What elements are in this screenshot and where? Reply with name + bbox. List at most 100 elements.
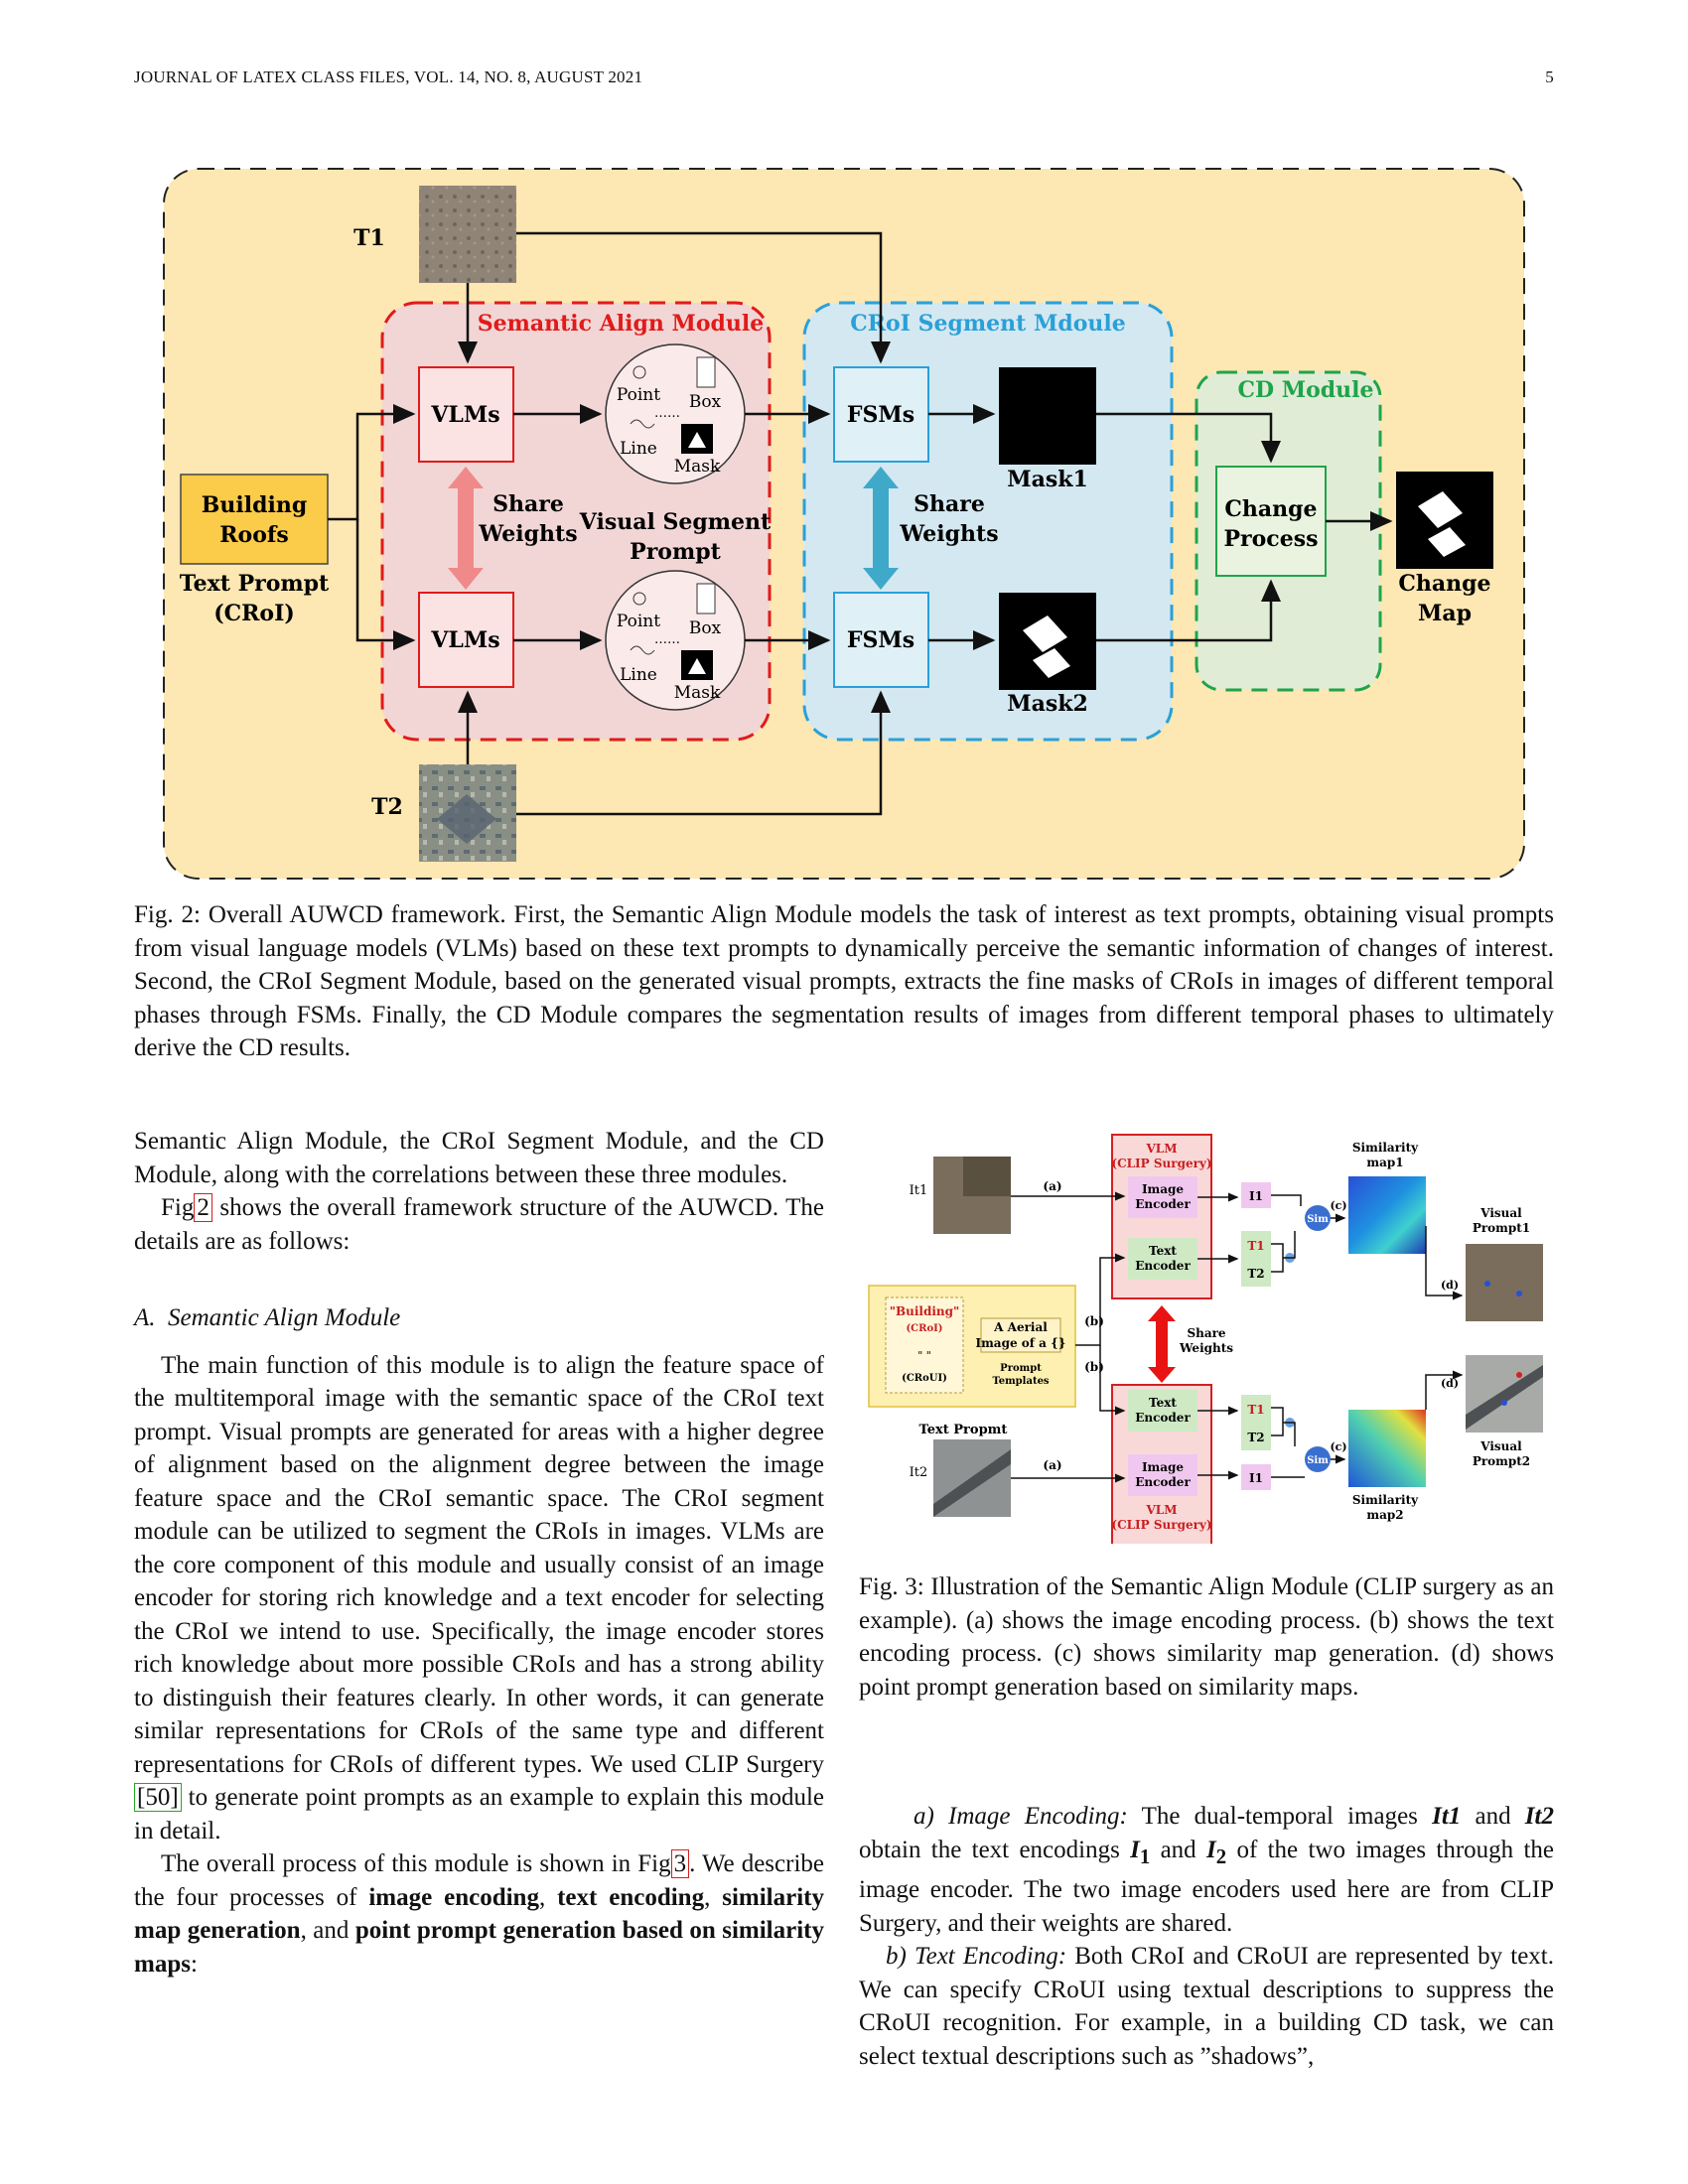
sim-node-bottom [1305, 1446, 1331, 1472]
svg-text:Encoder: Encoder [1135, 1259, 1191, 1273]
svg-text:I1: I1 [1249, 1189, 1263, 1203]
svg-text:Similarity: Similarity [1352, 1141, 1419, 1155]
building-label: Building [202, 492, 307, 518]
svg-text:Sim: Sim [1307, 1214, 1329, 1225]
svg-text:It1: It1 [910, 1183, 928, 1198]
paragraph-module-function: The main function of this module is to a… [134, 1351, 824, 1844]
image-encoder-top [1128, 1176, 1197, 1218]
svg-text:Similarity: Similarity [1352, 1493, 1419, 1507]
figure-3-semantic-align-diagram: "Building" (CRoI) " " (CRoUI) A Aerial I… [868, 1134, 1543, 1544]
fig-3-link[interactable]: 3 [670, 1849, 690, 1878]
svg-text:"Building": "Building" [890, 1304, 960, 1318]
svg-text:Mask: Mask [674, 683, 721, 703]
svg-text:Share: Share [1187, 1326, 1225, 1340]
svg-text:Point: Point [617, 385, 660, 405]
building-roofs-box [180, 474, 329, 565]
citation-50-link[interactable]: [50] [134, 1783, 182, 1812]
svg-text:Encoder: Encoder [1135, 1475, 1191, 1489]
share-weights-arrow-left [448, 467, 484, 590]
text-propmt-label: Text Propmt [919, 1423, 1008, 1437]
svg-text:A Aerial: A Aerial [993, 1320, 1048, 1334]
svg-text:(c): (c) [1330, 1199, 1346, 1212]
mask2-label: Mask2 [1007, 691, 1088, 717]
weights-label-right: Weights [899, 521, 998, 547]
svg-text:Encoder: Encoder [1135, 1411, 1191, 1425]
svg-text:" ": " " [917, 1349, 931, 1362]
svg-text:I1: I1 [1249, 1471, 1263, 1485]
svg-text:……: …… [654, 632, 680, 647]
figure-2-caption: Fig. 2: Overall AUWCD framework. First, … [134, 901, 1554, 1061]
svg-text:Image: Image [1142, 1182, 1184, 1196]
svg-text:(d): (d) [1441, 1279, 1459, 1292]
fsms-box-top [833, 366, 929, 463]
page-number: 5 [1545, 68, 1554, 86]
vlms-label-bottom: VLMs [430, 627, 499, 653]
section-heading: A. Semantic Align Module [134, 1304, 401, 1331]
svg-text:VLM: VLM [1145, 1503, 1177, 1517]
svg-text:(a): (a) [1043, 1458, 1061, 1472]
running-header: JOURNAL OF LATEX CLASS FILES, VOL. 14, N… [134, 68, 1554, 87]
svg-text:VLM: VLM [1145, 1142, 1177, 1156]
roofs-label: Roofs [219, 522, 288, 548]
svg-text:Prompt1: Prompt1 [1473, 1221, 1530, 1235]
mask1-image [999, 367, 1096, 465]
svg-text:Box: Box [689, 392, 722, 412]
visual-prompt1-image [1466, 1244, 1543, 1321]
svg-text:Point: Point [617, 612, 660, 631]
svg-text:T2: T2 [1247, 1267, 1264, 1281]
svg-text:(CLIP Surgery): (CLIP Surgery) [1111, 1157, 1211, 1170]
paragraph-four-processes: The overall process of this module is sh… [134, 1849, 824, 1978]
text-encoder-bottom [1128, 1390, 1197, 1432]
svg-text:T2: T2 [1247, 1431, 1264, 1444]
change-map-label-1: Change [1398, 571, 1490, 597]
svg-text:(CRoUI): (CRoUI) [902, 1373, 947, 1384]
share-weights-arrow-right [863, 467, 899, 590]
text-prompt-label: Text Prompt [180, 571, 330, 597]
prompt-label: Prompt [630, 539, 721, 565]
svg-text:(CRoI): (CRoI) [906, 1323, 942, 1334]
weights-label-left: Weights [478, 521, 577, 547]
croi-segment-title: CRoI Segment Mdoule [850, 311, 1126, 337]
fig-2-link[interactable]: 2 [194, 1193, 212, 1222]
image-encoder-bottom [1128, 1454, 1197, 1496]
similarity-map2 [1348, 1410, 1426, 1487]
svg-text:(d): (d) [1441, 1377, 1459, 1390]
svg-text:Visual: Visual [1479, 1206, 1522, 1220]
share-label-right: Share [914, 491, 985, 517]
change-label: Change [1224, 496, 1317, 522]
cd-module-title: CD Module [1237, 377, 1373, 403]
fsms-label-top: FSMs [847, 402, 914, 428]
croi-label: (CRoI) [213, 601, 295, 626]
svg-text:T1: T1 [1247, 1239, 1264, 1253]
fsms-box-bottom [833, 592, 929, 688]
visual-segment-label: Visual Segment [579, 509, 772, 535]
svg-text:Templates: Templates [992, 1376, 1049, 1387]
t1-label: T1 [353, 225, 385, 251]
svg-text:Sim: Sim [1307, 1455, 1329, 1466]
semantic-align-title: Semantic Align Module [478, 311, 765, 337]
svg-text:(b): (b) [1084, 1314, 1104, 1328]
svg-text:Text: Text [1149, 1244, 1177, 1258]
svg-text:Image of a {}: Image of a {} [975, 1336, 1065, 1350]
svg-text:……: …… [654, 406, 680, 421]
svg-text:It2: It2 [910, 1465, 928, 1480]
svg-text:Mask: Mask [674, 457, 721, 477]
mask1-label: Mask1 [1007, 467, 1088, 492]
svg-text:(b): (b) [1084, 1360, 1104, 1374]
right-column: a) Image Encoding: The dual-temporal ima… [859, 1800, 1554, 2073]
share-weights-arrow [1148, 1305, 1176, 1383]
svg-text:(c): (c) [1330, 1440, 1346, 1453]
change-map-label-2: Map [1418, 601, 1472, 626]
process-label: Process [1224, 526, 1319, 552]
paragraph-intro-end: Semantic Align Module, the CRoI Segment … [134, 1128, 824, 1188]
t1-image [419, 186, 516, 283]
sim-node-top [1305, 1205, 1331, 1231]
figure-2-framework-diagram: Semantic Align Module CRoI Segment Mdoul… [163, 168, 1525, 880]
svg-text:Prompt: Prompt [1000, 1363, 1042, 1374]
svg-text:map1: map1 [1366, 1156, 1403, 1169]
figure-3-caption: Fig. 3: Illustration of the Semantic Ali… [859, 1573, 1554, 1701]
similarity-map1 [1348, 1176, 1426, 1254]
text-encoder-top [1128, 1238, 1197, 1280]
svg-text:Weights: Weights [1179, 1341, 1233, 1355]
fsms-label-bottom: FSMs [847, 627, 914, 653]
